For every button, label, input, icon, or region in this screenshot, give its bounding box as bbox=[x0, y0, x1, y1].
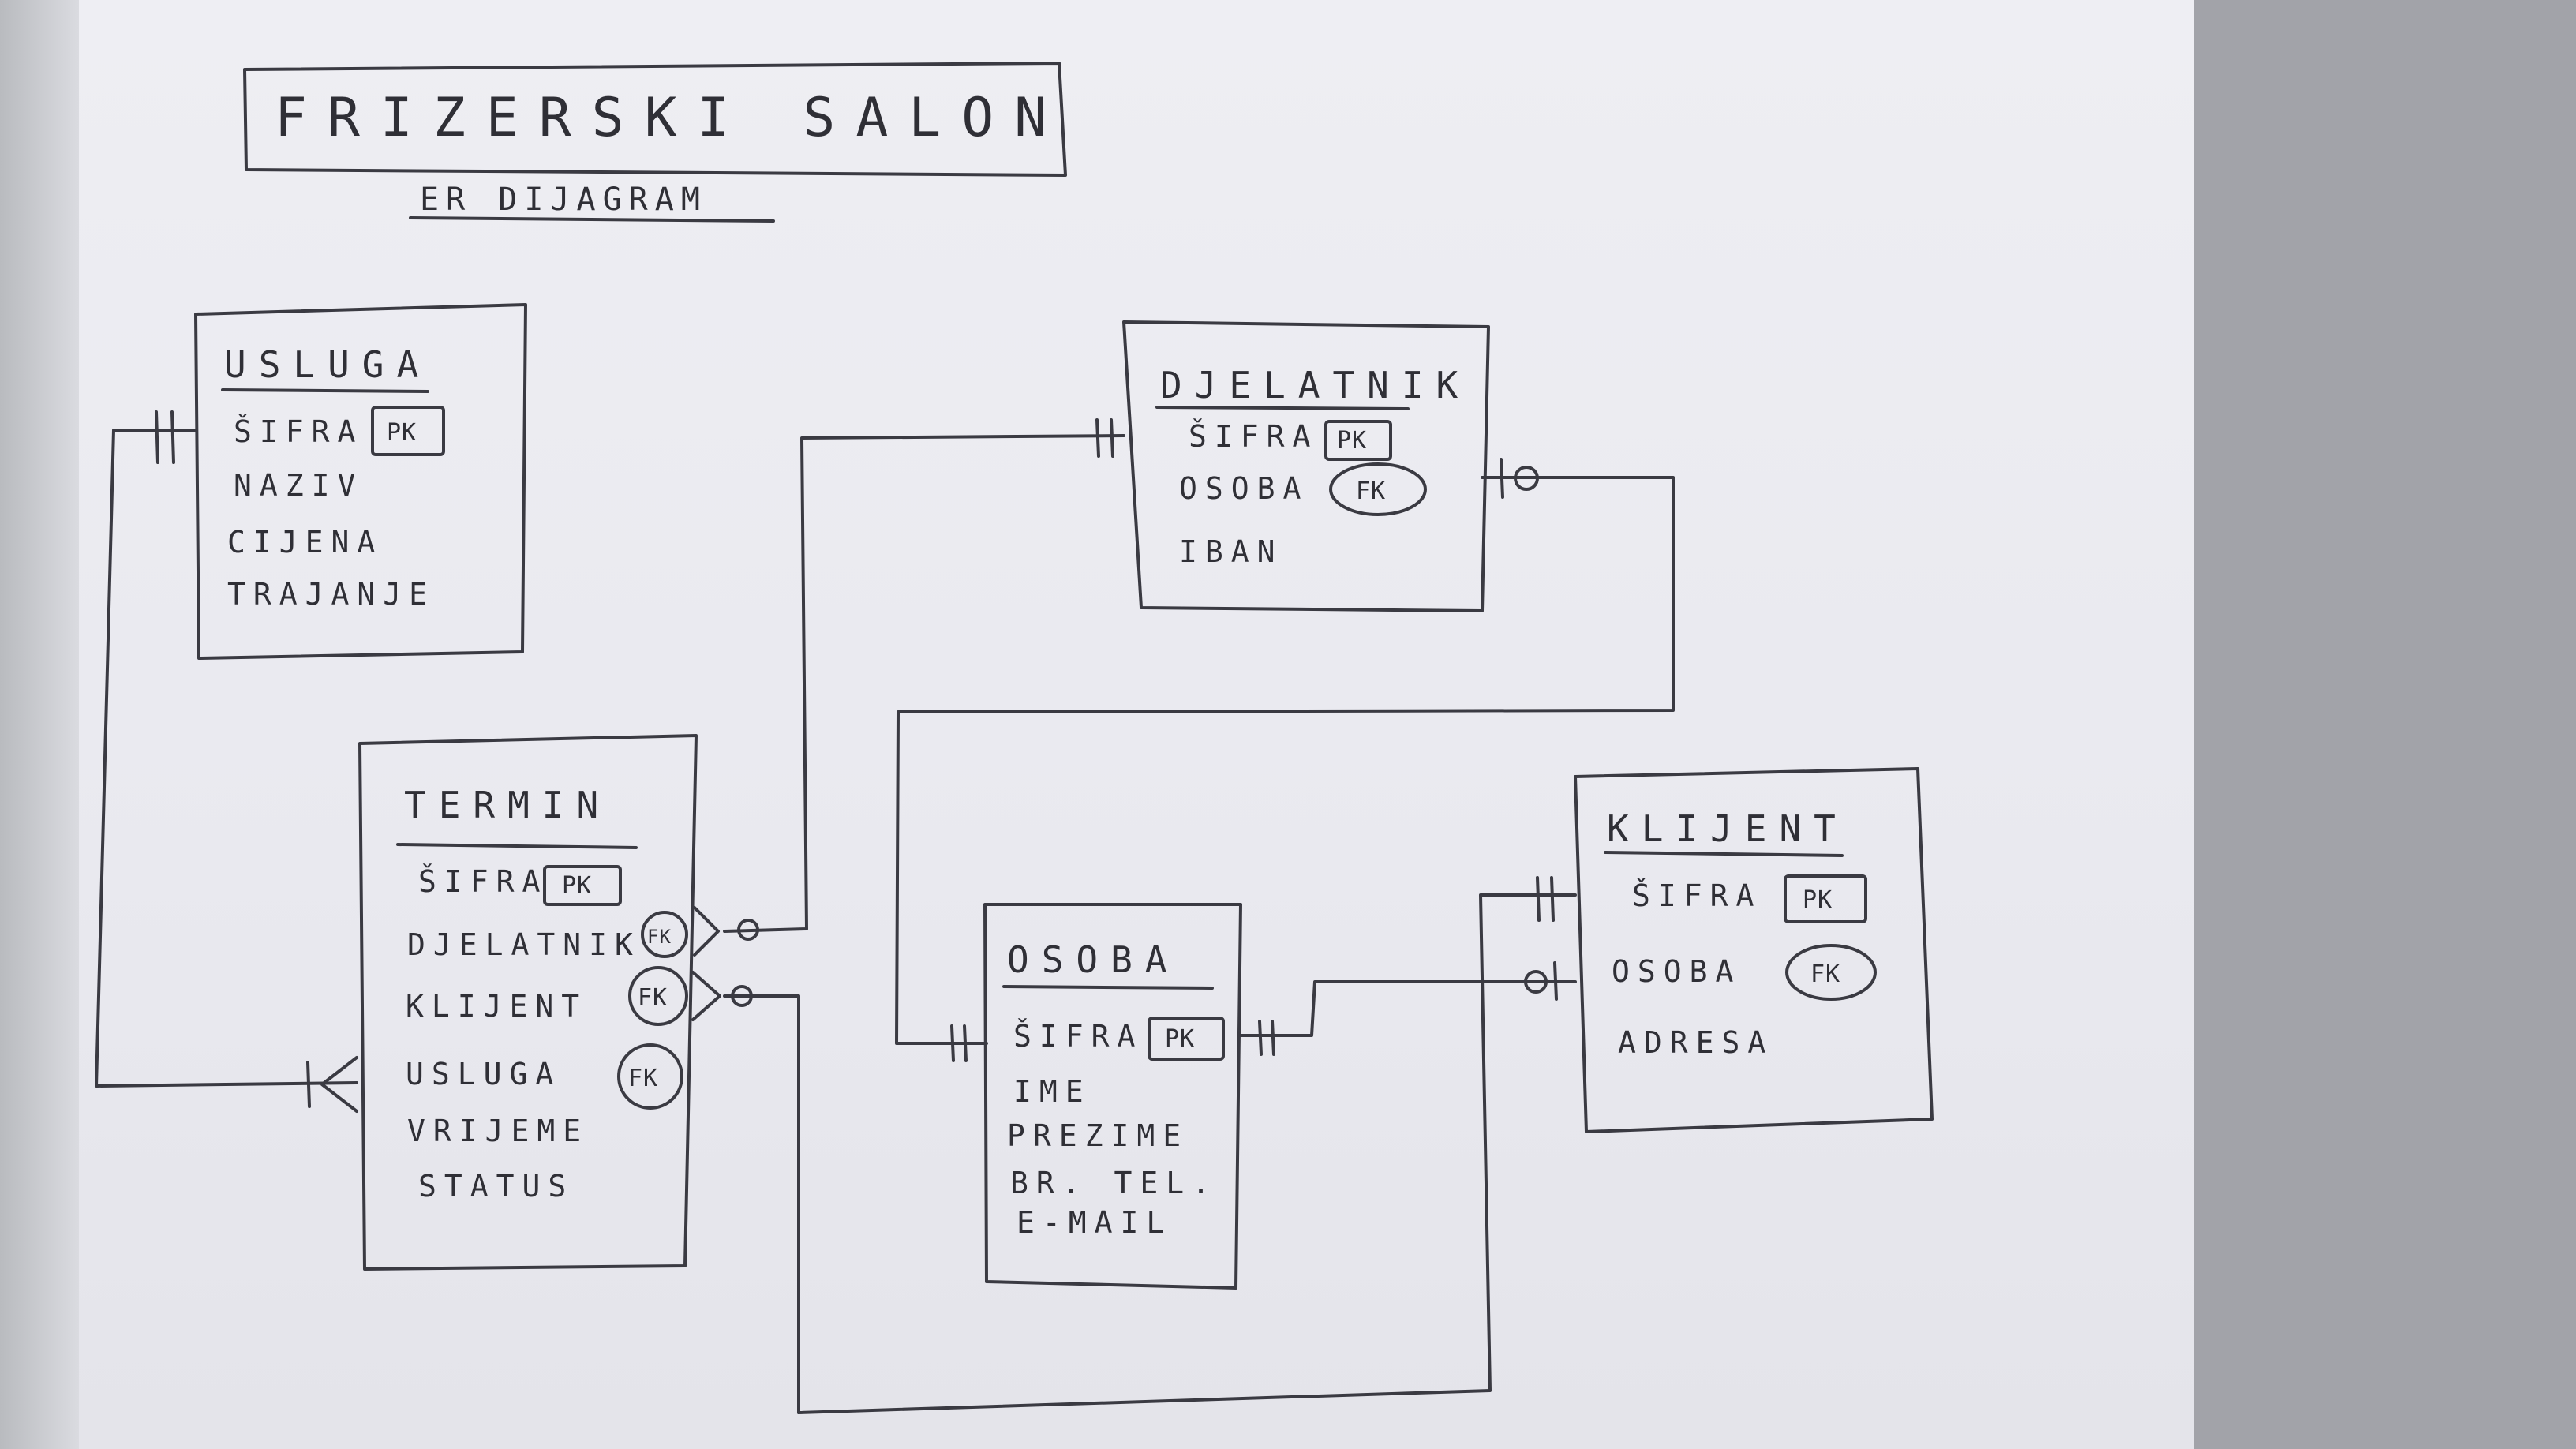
termin-zero-circle-klijent bbox=[731, 985, 753, 1007]
key-badge-label: PK bbox=[1165, 1025, 1195, 1053]
attribute-label: STATUS bbox=[418, 1169, 574, 1204]
key-badge-fk bbox=[641, 911, 688, 958]
klijent-zero-circle bbox=[1524, 970, 1548, 994]
key-badge-label: PK bbox=[562, 872, 592, 900]
entity-djelatnik: DJELATNIK ŠIFRA PK OSOBA FK IBAN bbox=[1122, 320, 1490, 612]
attribute-label: OSOBA bbox=[1179, 471, 1309, 506]
djelatnik-zero-circle bbox=[1514, 466, 1539, 491]
diagram-title: FRIZERSKI SALON bbox=[275, 87, 1067, 149]
termin-zero-or-many-marks-klijent bbox=[691, 971, 721, 1021]
attribute-label: IBAN bbox=[1179, 534, 1283, 569]
key-badge-pk bbox=[371, 406, 445, 456]
attribute-label: IME bbox=[1013, 1074, 1091, 1109]
key-badge-label: FK bbox=[638, 984, 668, 1012]
key-badge-label: FK bbox=[647, 926, 672, 948]
entity-klijent-underline bbox=[1604, 851, 1844, 857]
attribute-label: E-MAIL bbox=[1017, 1205, 1172, 1240]
line-klijent-termin bbox=[723, 893, 1577, 1414]
entity-usluga: USLUGA ŠIFRA PK NAZIV CIJENA TRAJANJE bbox=[194, 303, 527, 660]
entity-klijent-box bbox=[1574, 767, 1934, 1133]
attribute-label: VRIJEME bbox=[407, 1114, 589, 1148]
entity-termin-box bbox=[358, 734, 698, 1271]
diagram-subtitle: ER DIJAGRAM bbox=[420, 182, 707, 218]
key-badge-pk bbox=[1324, 420, 1392, 461]
key-badge-label: PK bbox=[1803, 886, 1833, 914]
attribute-label: PREZIME bbox=[1007, 1118, 1189, 1153]
termin-one-or-many-marks bbox=[306, 1056, 358, 1113]
termin-zero-or-many-marks-djelatnik bbox=[693, 906, 720, 957]
entity-termin-underline bbox=[396, 843, 638, 849]
key-badge-fk bbox=[1785, 944, 1877, 1001]
attribute-label: NAZIV bbox=[234, 468, 363, 503]
klijent-zero-or-one-marks bbox=[1553, 961, 1558, 1001]
line-djelatnik-termin bbox=[723, 434, 1125, 933]
entity-osoba-box bbox=[983, 903, 1242, 1290]
paper-sheet bbox=[79, 0, 2194, 1449]
entity-osoba: OSOBA ŠIFRA PK IME PREZIME BR. TEL. E-MA… bbox=[983, 903, 1242, 1290]
entity-osoba-underline bbox=[1002, 985, 1214, 990]
line-osoba-klijent bbox=[1239, 980, 1577, 1037]
entity-klijent: KLIJENT ŠIFRA PK OSOBA FK ADRESA bbox=[1574, 767, 1934, 1133]
osoba-one-mandatory-marks-klijent bbox=[1258, 1020, 1275, 1056]
attribute-label: USLUGA bbox=[406, 1057, 561, 1091]
entity-termin-name: TERMIN bbox=[404, 784, 611, 826]
entity-klijent-name: KLIJENT bbox=[1607, 807, 1848, 850]
key-badge-pk bbox=[543, 865, 622, 906]
diagram-title-group: FRIZERSKI SALON ER DIJAGRAM bbox=[243, 62, 1067, 223]
djelatnik-one-mandatory-marks bbox=[1095, 418, 1114, 458]
attribute-label: ŠIFRA bbox=[418, 864, 548, 899]
title-frame bbox=[243, 62, 1067, 177]
background-right-edge bbox=[2194, 0, 2576, 1449]
key-badge-label: FK bbox=[1356, 477, 1386, 505]
subtitle-underline bbox=[409, 216, 775, 223]
attribute-label: OSOBA bbox=[1612, 954, 1741, 989]
attribute-label: BR. TEL. bbox=[1010, 1166, 1218, 1200]
key-badge-pk bbox=[1148, 1017, 1225, 1061]
termin-zero-circle-djelatnik bbox=[737, 919, 759, 941]
attribute-label: TRAJANJE bbox=[227, 577, 435, 612]
key-badge-label: FK bbox=[628, 1065, 658, 1092]
attribute-label: DJELATNIK bbox=[407, 927, 641, 962]
klijent-one-mandatory-marks bbox=[1536, 876, 1555, 922]
entity-djelatnik-underline bbox=[1155, 406, 1410, 410]
osoba-one-mandatory-marks-djelatnik bbox=[950, 1024, 968, 1062]
key-badge-fk bbox=[1329, 462, 1427, 516]
usluga-one-mandatory-marks bbox=[155, 410, 175, 464]
attribute-label: ŠIFRA bbox=[234, 414, 363, 449]
key-badge-pk bbox=[1784, 874, 1867, 923]
line-usluga-termin bbox=[95, 429, 358, 1088]
entity-djelatnik-box bbox=[1122, 320, 1490, 612]
attribute-label: ŠIFRA bbox=[1632, 878, 1762, 913]
entity-djelatnik-name: DJELATNIK bbox=[1160, 364, 1470, 406]
key-badge-fk bbox=[617, 1043, 683, 1110]
line-osoba-djelatnik bbox=[895, 476, 1675, 1045]
key-badge-label: FK bbox=[1810, 960, 1840, 988]
attribute-label: ADRESA bbox=[1618, 1025, 1773, 1060]
attribute-label: ŠIFRA bbox=[1013, 1019, 1143, 1054]
key-badge-label: PK bbox=[387, 419, 417, 447]
entity-termin: TERMIN ŠIFRA PK DJELATNIK FK KLIJENT FK … bbox=[358, 734, 698, 1271]
background-left-edge bbox=[0, 0, 79, 1449]
djelatnik-zero-or-one-marks bbox=[1500, 458, 1504, 499]
entity-osoba-name: OSOBA bbox=[1007, 938, 1179, 981]
attribute-label: CIJENA bbox=[227, 525, 383, 560]
key-badge-fk bbox=[628, 966, 688, 1026]
key-badge-label: PK bbox=[1337, 427, 1367, 455]
attribute-label: KLIJENT bbox=[406, 989, 587, 1024]
entity-usluga-name: USLUGA bbox=[224, 343, 431, 386]
entity-usluga-box bbox=[194, 303, 527, 660]
relationship-lines bbox=[95, 410, 1675, 1414]
entity-usluga-underline bbox=[221, 388, 429, 393]
attribute-label: ŠIFRA bbox=[1189, 419, 1318, 454]
